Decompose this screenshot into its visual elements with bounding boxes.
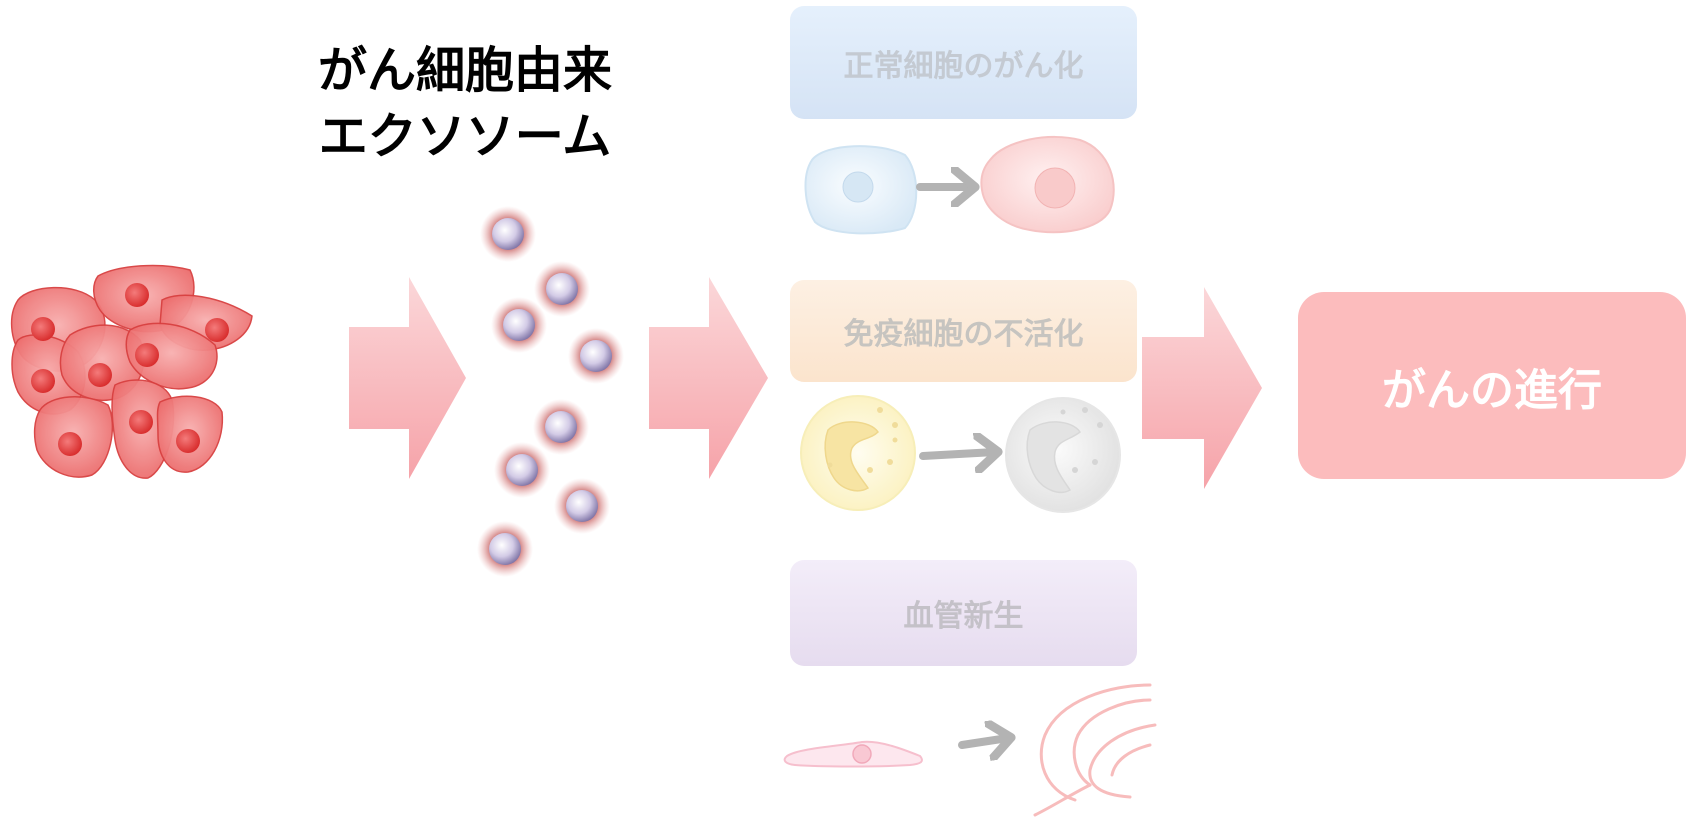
exosome-icon (480, 206, 536, 262)
outcome-box-cancer-progression: がんの進行 (1298, 292, 1686, 479)
angiogenesis-arrow-icon (958, 738, 1008, 745)
title-line-2: エクソソーム (318, 108, 612, 165)
exosome-icon (554, 478, 610, 534)
cancer-cell-cluster-icon (10, 264, 253, 479)
flow-arrow-2 (649, 277, 768, 479)
exosome-icon (477, 521, 533, 577)
flow-arrow-1 (349, 277, 466, 479)
endothelial-cell-icon (783, 740, 923, 768)
effect-box-normal-cell-transformation: 正常細胞のがん化 (790, 6, 1137, 119)
exosome-icon (568, 328, 624, 384)
flow-arrow-3 (1142, 287, 1262, 489)
normal-cell-icon (804, 145, 918, 235)
new-blood-vessel-icon (1033, 683, 1157, 817)
exosome-icon (533, 399, 589, 455)
diagram-title: がん細胞由来 エクソソーム (245, 38, 685, 170)
title-line-1: がん細胞由来 (317, 42, 612, 99)
active-immune-cell-icon (800, 395, 916, 511)
exosome-icon (491, 297, 547, 353)
exosome-particles (477, 206, 624, 577)
transformed-cancer-cell-icon (980, 135, 1115, 234)
inactivation-arrow-icon (919, 452, 995, 456)
effect-box-immune-inactivation: 免疫細胞の不活化 (790, 280, 1137, 382)
effect-box-angiogenesis: 血管新生 (790, 560, 1137, 666)
inactive-immune-cell-icon (1005, 397, 1121, 513)
exosome-icon (534, 261, 590, 317)
exosome-icon (494, 442, 550, 498)
